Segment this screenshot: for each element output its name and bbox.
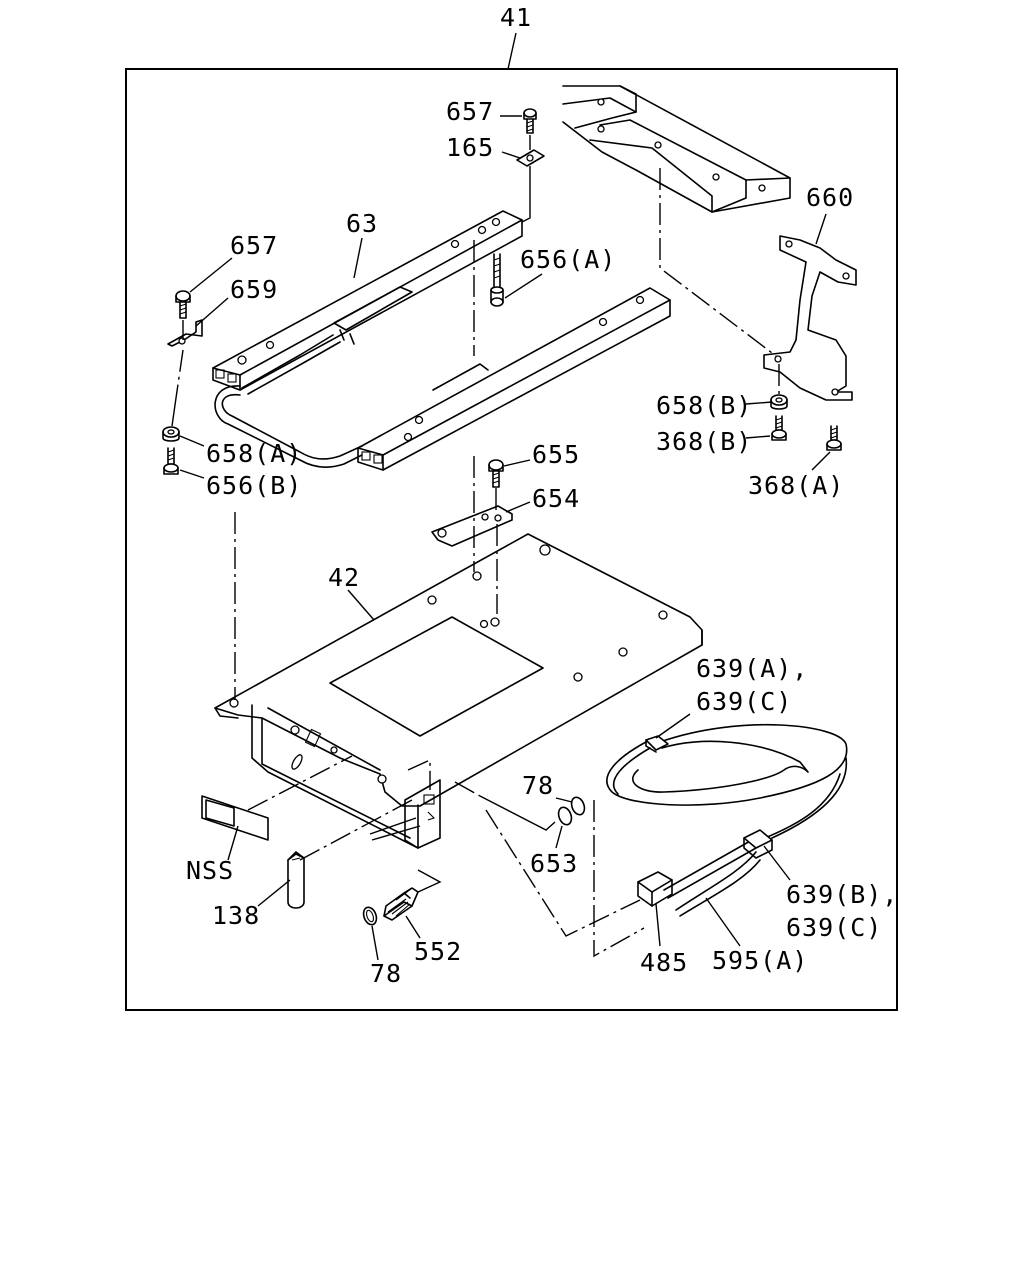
nut-plate-165 — [516, 149, 545, 167]
bolt-655 — [488, 459, 504, 488]
label-658a: 658(A) — [206, 439, 302, 468]
label-657-top: 657 — [446, 97, 494, 126]
bolt-657-top — [523, 108, 537, 134]
label-639b-line1: 639(B), — [786, 880, 898, 909]
o-ring-78-bottom — [362, 906, 378, 926]
o-ring-653 — [557, 806, 573, 826]
clip-639a — [645, 735, 669, 753]
bolt-656a — [490, 253, 504, 307]
o-ring-78-right — [570, 796, 586, 816]
diagram-frame — [125, 68, 898, 1011]
label-552: 552 — [414, 937, 462, 966]
label-660: 660 — [806, 183, 854, 212]
label-656b: 656(B) — [206, 471, 302, 500]
clip-659 — [167, 319, 203, 347]
seat-rail-63 — [212, 210, 671, 471]
label-78-right: 78 — [522, 771, 554, 800]
label-657-left: 657 — [230, 231, 278, 260]
label-658b: 658(B) — [656, 391, 752, 420]
label-138: 138 — [212, 901, 260, 930]
label-368b: 368(B) — [656, 427, 752, 456]
clip-639b — [743, 829, 773, 859]
label-656a: 656(A) — [520, 245, 616, 274]
label-63: 63 — [346, 209, 378, 238]
bolt-368b — [771, 415, 787, 441]
label-639a-line2: 639(C) — [696, 687, 792, 716]
knob-138 — [287, 851, 305, 909]
label-639a-line1: 639(A), — [696, 654, 808, 683]
bracket-660 — [763, 235, 857, 401]
nut-658b — [770, 394, 788, 410]
vehicle-floor-frame — [562, 85, 791, 213]
label-485: 485 — [640, 948, 688, 977]
pin-552 — [383, 887, 419, 921]
label-165: 165 — [446, 133, 494, 162]
callouts: 657 165 660 63 656(A) 657 659 658(B) 368… — [179, 97, 898, 988]
assembly-lines — [171, 135, 780, 958]
label-655: 655 — [532, 440, 580, 469]
bracket-654 — [431, 505, 513, 547]
bolt-368a — [826, 425, 842, 451]
label-653: 653 — [530, 849, 578, 878]
bolt-656b — [163, 447, 179, 475]
connector-485 — [637, 871, 673, 907]
label-368a: 368(A) — [748, 471, 844, 500]
label-654: 654 — [532, 484, 580, 513]
label-639b-line2: 639(C) — [786, 913, 882, 942]
assembly-number: 41 — [500, 3, 532, 32]
label-nss: NSS — [186, 856, 234, 885]
label-nss — [201, 795, 269, 841]
seat-base-plate-42 — [214, 533, 703, 849]
nut-658a — [162, 426, 180, 442]
wire-harness-595a — [606, 723, 848, 917]
bolt-657-left — [175, 290, 191, 319]
label-42: 42 — [328, 563, 360, 592]
label-659: 659 — [230, 275, 278, 304]
label-78-bottom: 78 — [370, 959, 402, 988]
label-595a: 595(A) — [712, 946, 808, 975]
assembly-leader — [507, 32, 517, 70]
